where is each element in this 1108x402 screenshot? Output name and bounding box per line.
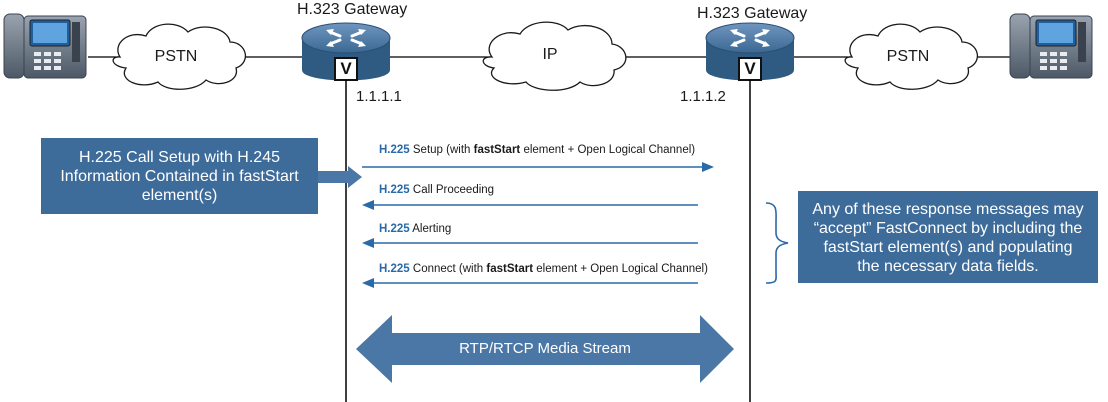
media-stream-label: RTP/RTCP Media Stream xyxy=(459,340,631,357)
message-connect: H.225 Connect (with fastStart element + … xyxy=(379,263,708,275)
media-stream-arrow xyxy=(356,315,734,383)
gateway-left-address: 1.1.1.1 xyxy=(356,88,402,105)
ip-cloud-label: IP xyxy=(542,46,558,63)
arrowhead-call-proceeding xyxy=(362,200,374,210)
pstn-left-label: PSTN xyxy=(154,48,198,65)
gateway-router-right-icon xyxy=(705,22,795,81)
fastconnect-callout-line-1: Any of these response messages may xyxy=(812,201,1084,218)
setup-callout-line-2: Information Contained in fastStart xyxy=(60,168,299,185)
gateway-right-address: 1.1.1.2 xyxy=(680,88,726,105)
router-right-badge: V xyxy=(744,59,756,78)
fastconnect-info-callout: Any of these response messages may “acce… xyxy=(798,191,1098,283)
router-left-badge: V xyxy=(340,59,352,78)
pstn-cloud-right xyxy=(844,23,978,90)
fastconnect-callout-line-3: fastStart element(s) and populating xyxy=(823,239,1073,256)
setup-info-callout: H.225 Call Setup with H.245 Information … xyxy=(41,138,318,214)
ip-cloud xyxy=(482,21,627,91)
response-brace xyxy=(765,202,789,284)
arrowhead-alerting xyxy=(362,238,374,248)
ip-phone-left-icon xyxy=(3,13,87,79)
ip-phone-right-icon xyxy=(1009,13,1093,79)
setup-callout-line-3: element(s) xyxy=(141,187,218,204)
pstn-right-label: PSTN xyxy=(886,48,930,65)
fastconnect-callout-line-2: “accept” FastConnect by including the xyxy=(813,220,1083,237)
arrowhead-setup xyxy=(702,162,714,172)
setup-callout-line-1: H.225 Call Setup with H.245 xyxy=(79,149,280,166)
gateway-router-left-icon xyxy=(301,22,391,81)
message-call-proceeding: H.225 Call Proceeding xyxy=(379,184,495,196)
arrowhead-connect xyxy=(362,278,374,288)
pstn-cloud-left xyxy=(112,23,246,90)
gateway-right-title: H.323 Gateway xyxy=(697,5,808,22)
message-setup: H.225 Setup (with fastStart element + Op… xyxy=(379,144,696,156)
fastconnect-callout-line-4: the necessary data fields. xyxy=(857,258,1039,275)
message-alerting: H.225 Alerting xyxy=(379,223,452,235)
gateway-left-title: H.323 Gateway xyxy=(297,1,408,18)
callout-pointer-arrow xyxy=(318,166,362,188)
